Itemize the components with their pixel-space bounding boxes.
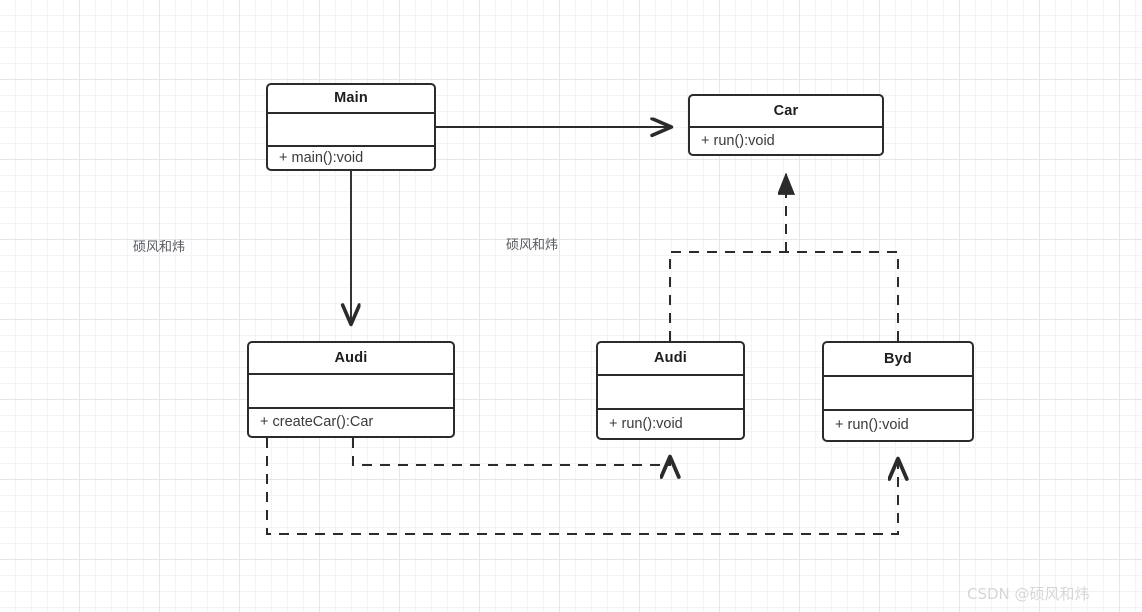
class-box-audi-factory[interactable]: Audi + createCar():Car <box>247 341 455 438</box>
class-method-main: + main():void <box>279 149 364 166</box>
class-separator <box>249 372 453 375</box>
class-box-byd[interactable]: Byd + run():void <box>822 341 974 442</box>
class-attributes-audi <box>598 376 743 408</box>
relationship-realization-to-car <box>669 174 899 341</box>
class-box-audi[interactable]: Audi + run():void <box>596 341 745 440</box>
class-name-main: Main <box>334 90 368 107</box>
watermark-csdn: CSDN @硕风和炜 <box>967 585 1090 603</box>
class-name-byd: Byd <box>884 350 912 367</box>
class-separator <box>598 407 743 410</box>
watermark-middle: 硕风和炜 <box>506 238 559 253</box>
class-box-car[interactable]: Car + run():void <box>688 94 884 156</box>
relationship-audi-left-to-byd <box>266 438 898 535</box>
class-separator <box>690 125 882 128</box>
class-method-audi-factory: + createCar():Car <box>260 414 374 431</box>
class-name-audi-factory: Audi <box>334 349 368 366</box>
class-attributes-audi-factory <box>249 375 453 407</box>
class-separator <box>824 408 972 411</box>
class-separator <box>598 373 743 376</box>
class-attributes-byd <box>824 377 972 409</box>
class-separator <box>268 144 434 147</box>
class-separator <box>824 374 972 377</box>
class-method-audi: + run():void <box>609 415 683 432</box>
watermark-left: 硕风和炜 <box>133 240 186 255</box>
class-box-main[interactable]: Main + main():void <box>266 83 436 171</box>
class-separator <box>268 111 434 114</box>
class-attributes-main <box>268 114 434 145</box>
class-method-byd: + run():void <box>835 417 909 434</box>
class-name-audi: Audi <box>653 350 687 367</box>
class-separator <box>249 406 453 409</box>
class-method-car: + run():void <box>701 132 775 149</box>
relationship-audi-left-to-audi-mid <box>352 438 670 465</box>
class-name-car: Car <box>773 102 799 119</box>
